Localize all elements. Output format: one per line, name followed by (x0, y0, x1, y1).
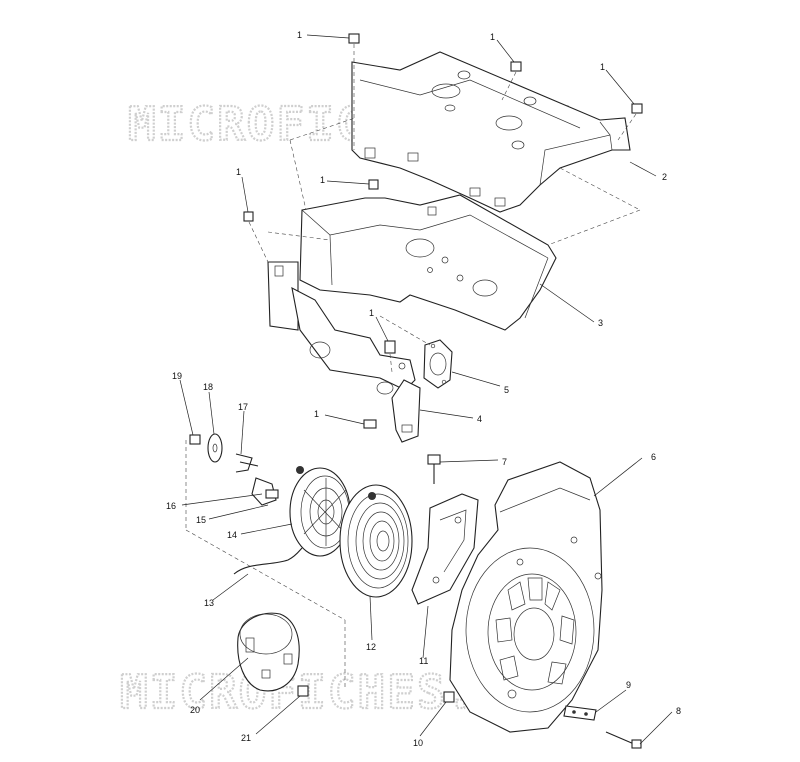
plate-part-9 (563, 705, 597, 721)
callout-7: 7 (502, 457, 507, 467)
callout-2: 2 (662, 172, 667, 182)
callout-1c: 1 (600, 62, 605, 72)
callout-9: 9 (626, 680, 631, 690)
callout-15: 15 (196, 515, 206, 525)
rope-guide-part-11 (411, 493, 479, 605)
callout-3: 3 (598, 318, 603, 328)
callout-21: 21 (241, 733, 251, 743)
callout-13: 13 (204, 598, 214, 608)
bolt-part-21 (297, 685, 309, 697)
starter-housing-part-6 (449, 461, 603, 733)
rope-part-13 (233, 547, 303, 575)
callout-1f: 1 (369, 308, 374, 318)
leader-lines (179, 34, 673, 745)
nut-part-10 (443, 691, 455, 703)
callout-1g: 1 (314, 409, 319, 419)
washer-part-18 (207, 433, 223, 463)
gasket-part-5 (423, 339, 453, 389)
bracket-part-4 (391, 379, 421, 443)
bolt-part-8 (605, 731, 642, 749)
callout-1d: 1 (320, 175, 325, 185)
callout-11: 11 (419, 656, 428, 666)
callout-16: 16 (166, 501, 176, 511)
callout-4: 4 (477, 414, 482, 424)
callout-8: 8 (676, 706, 681, 716)
callout-6: 6 (651, 452, 656, 462)
clip-part-17 (235, 453, 259, 473)
callout-1b: 1 (490, 32, 495, 42)
lower-shroud-part-3 (267, 194, 557, 395)
bolt-part-7 (427, 454, 441, 484)
callout-18: 18 (203, 382, 213, 392)
callout-1e: 1 (236, 167, 241, 177)
nut-part-19 (189, 434, 201, 445)
starter-cup-part-20 (237, 612, 300, 692)
callout-19: 19 (172, 371, 182, 381)
housing-vents (495, 577, 575, 685)
callout-10: 10 (413, 738, 423, 748)
callout-12: 12 (366, 642, 376, 652)
callout-14: 14 (227, 530, 237, 540)
upper-shroud-part-2 (351, 51, 631, 213)
bolt-part-1 (243, 33, 643, 429)
recoil-spring-part-12 (339, 484, 413, 598)
callout-20: 20 (190, 705, 200, 715)
pulley-part-14 (289, 466, 351, 557)
callout-5: 5 (504, 385, 509, 395)
callout-labels: 1 1 1 2 1 1 3 1 5 1 4 7 6 19 18 17 16 15… (166, 30, 681, 748)
pawl-parts-15-16 (251, 477, 279, 506)
callout-1a: 1 (297, 30, 302, 40)
callout-17: 17 (238, 402, 248, 412)
assembly-guide-lines (185, 44, 641, 690)
